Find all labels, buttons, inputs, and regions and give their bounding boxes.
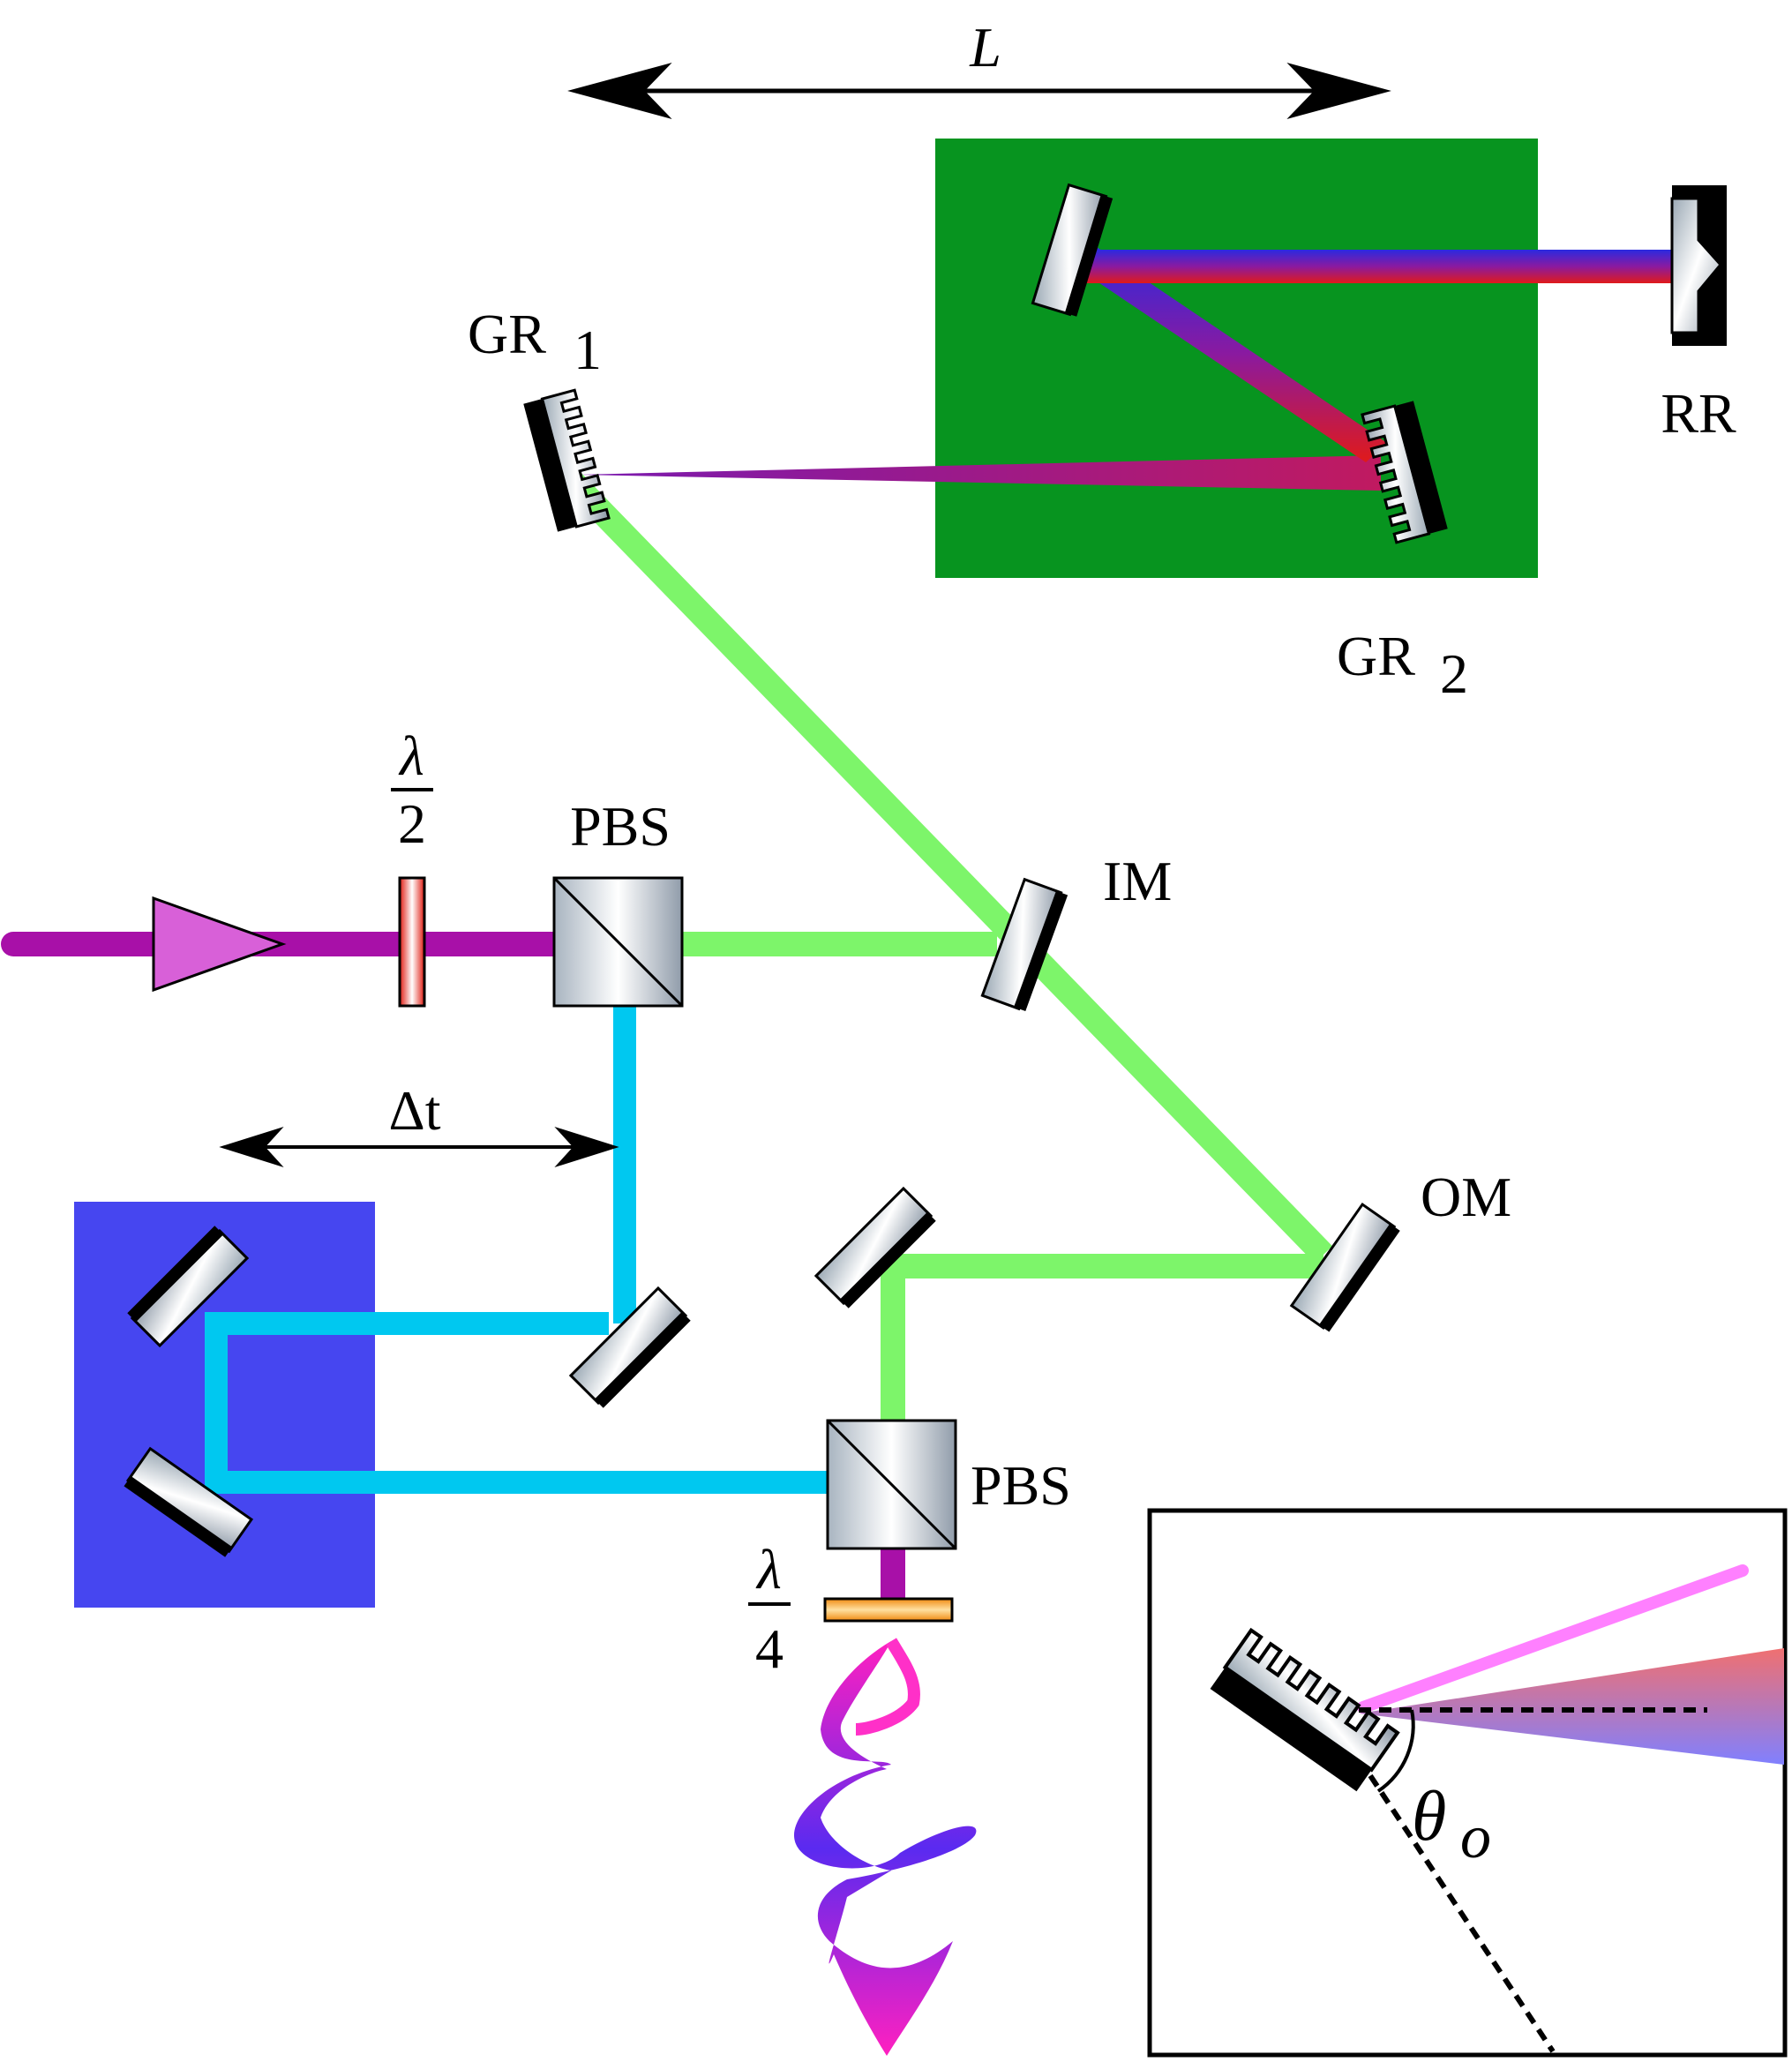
inset-incident-beam [1357,1564,1749,1713]
retroreflector [1670,185,1727,346]
inset-panel: θ o [1147,1508,1788,2058]
inset-diffracted-fan [1359,1648,1784,1765]
inset-angle-arc [1376,1709,1415,1793]
half-wave-num: λ [398,724,424,787]
stretched-beam-diagonal [1072,245,1387,462]
delay-arrow [219,1126,619,1168]
helical-pulse [794,1638,977,2056]
output-mirror-label: OM [1421,1166,1511,1228]
input-arrow [152,896,287,993]
input-mirror-label: IM [1103,850,1172,912]
green-beam [562,472,1333,1422]
grating-2-label: GR [1337,625,1415,687]
fold-mirror-green [814,1187,938,1310]
inset-angle-subscript: o [1460,1803,1491,1871]
delay-label: Δt [389,1079,441,1142]
length-label: L [969,16,1001,79]
half-wave-plate [398,876,426,1008]
retroreflector-label: RR [1661,382,1736,445]
stretched-beam-to-rr [1068,250,1681,283]
quarter-wave-num: λ [755,1538,782,1601]
quarter-wave-plate [823,1597,954,1623]
pbs-top-label: PBS [570,795,671,858]
pbs-bottom-cube [826,1419,957,1550]
cyan-beam [205,1006,829,1494]
pbs-bottom-label: PBS [971,1454,1071,1517]
grating-1-subscript: 1 [574,319,602,381]
grating-2-subscript: 2 [1440,642,1468,705]
length-arrow [567,63,1391,119]
grating-1-label: GR [468,303,546,365]
half-wave-den: 2 [398,792,426,855]
inset-angle-label: θ [1412,1778,1446,1856]
pbs-top-cube [552,876,684,1008]
stretched-beam-fan [578,455,1381,491]
inset-normal-line [1334,1723,1556,2053]
quarter-wave-den: 4 [755,1617,784,1680]
